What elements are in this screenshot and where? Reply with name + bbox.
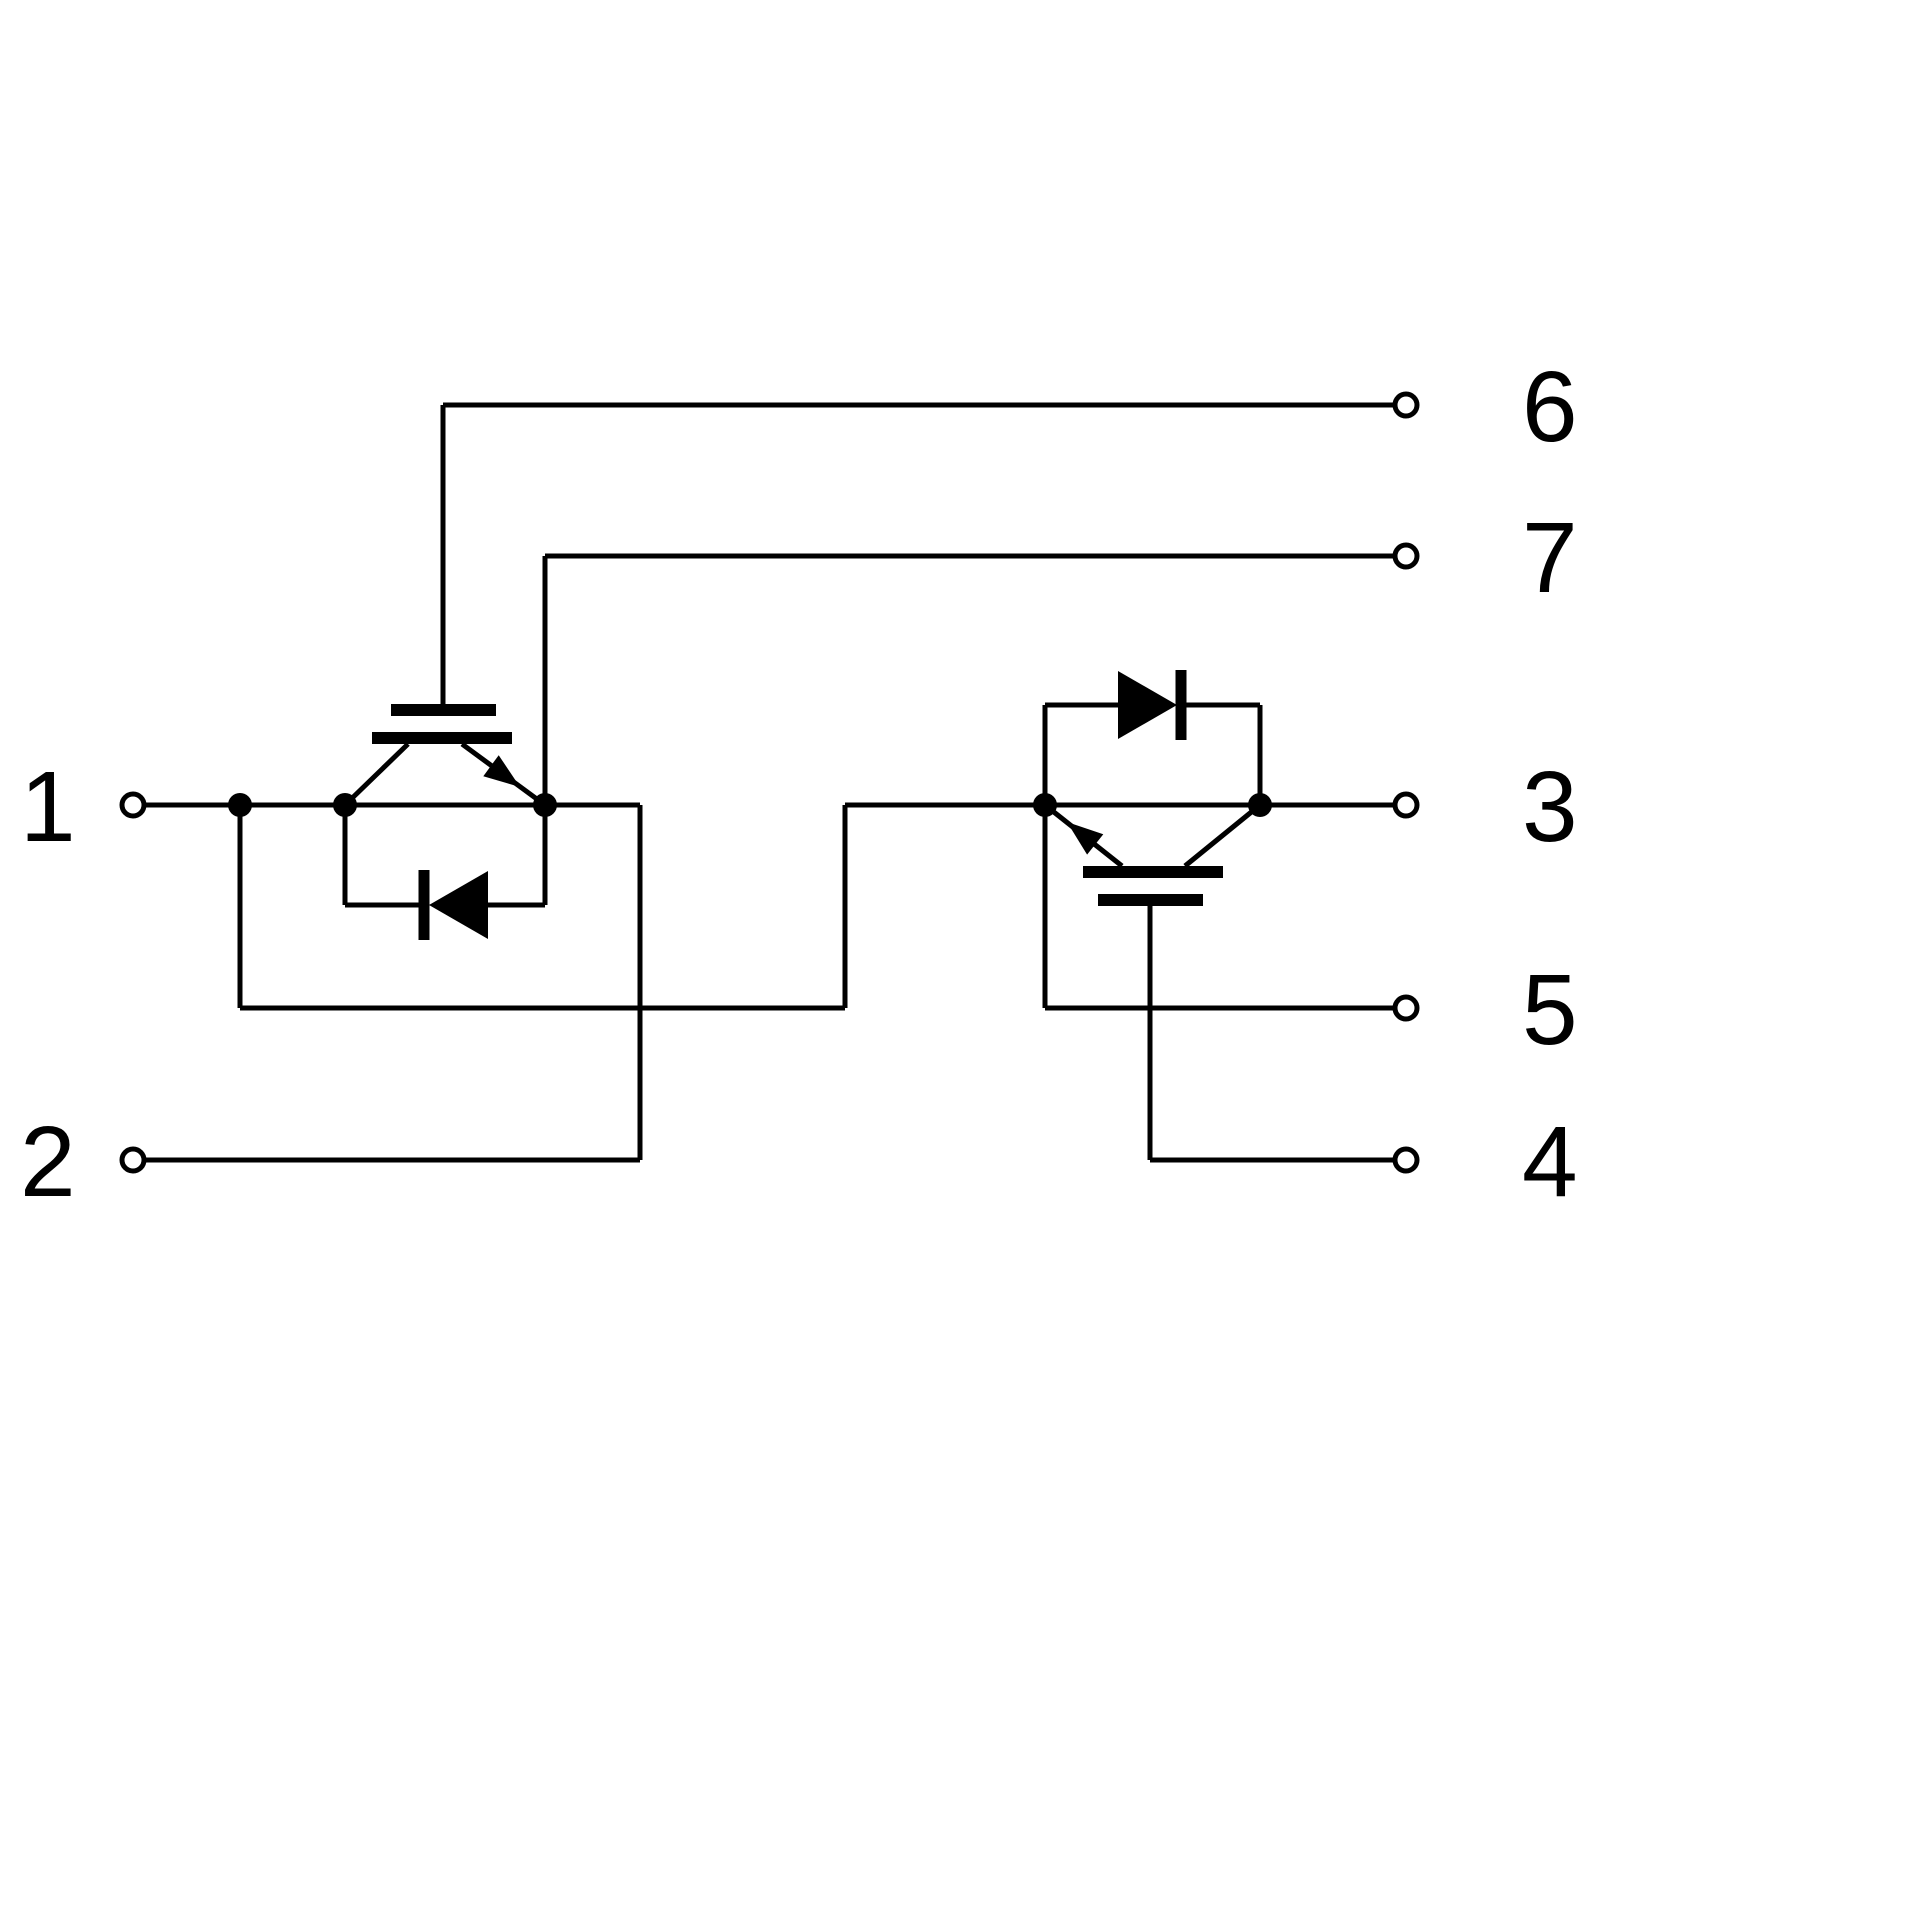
junction-dot bbox=[228, 793, 252, 817]
right-igbt-emitter-arrow-icon bbox=[1067, 822, 1104, 855]
right-igbt bbox=[1043, 803, 1262, 906]
terminal-label-7: 7 bbox=[1522, 502, 1578, 614]
right-diode-triangle-icon bbox=[1118, 671, 1177, 739]
terminal-label-5: 5 bbox=[1522, 954, 1578, 1066]
wires bbox=[144, 402, 1395, 1163]
terminal-circle-2 bbox=[119, 1146, 147, 1174]
junction-dot bbox=[533, 793, 557, 817]
left-igbt bbox=[343, 704, 547, 808]
terminal-label-2: 2 bbox=[20, 1106, 76, 1218]
junction-dots bbox=[228, 793, 1272, 817]
terminal-label-3: 3 bbox=[1522, 751, 1578, 863]
terminal-labels: 1 2 6 7 3 5 4 bbox=[20, 351, 1578, 1218]
terminal-circle-6 bbox=[1392, 391, 1420, 419]
terminal-circle-7 bbox=[1392, 542, 1420, 570]
right-diode bbox=[1042, 670, 1263, 805]
left-diode-triangle-icon bbox=[429, 871, 488, 939]
terminal-circle-1 bbox=[119, 791, 147, 819]
junction-dot bbox=[1033, 793, 1057, 817]
left-igbt-emitter-arrow-icon bbox=[483, 755, 520, 787]
junction-dot bbox=[1248, 793, 1272, 817]
terminal-circle-5 bbox=[1392, 994, 1420, 1022]
terminal-circle-3 bbox=[1392, 791, 1420, 819]
terminal-label-4: 4 bbox=[1522, 1106, 1578, 1218]
right-igbt-collector-lead bbox=[1183, 803, 1262, 868]
terminal-label-1: 1 bbox=[20, 751, 76, 863]
terminal-label-6: 6 bbox=[1522, 351, 1578, 463]
left-diode bbox=[342, 805, 548, 940]
terminal-circle-4 bbox=[1392, 1146, 1420, 1174]
left-igbt-collector-lead bbox=[343, 742, 410, 807]
junction-dot bbox=[333, 793, 357, 817]
terminal-circles bbox=[119, 391, 1420, 1174]
